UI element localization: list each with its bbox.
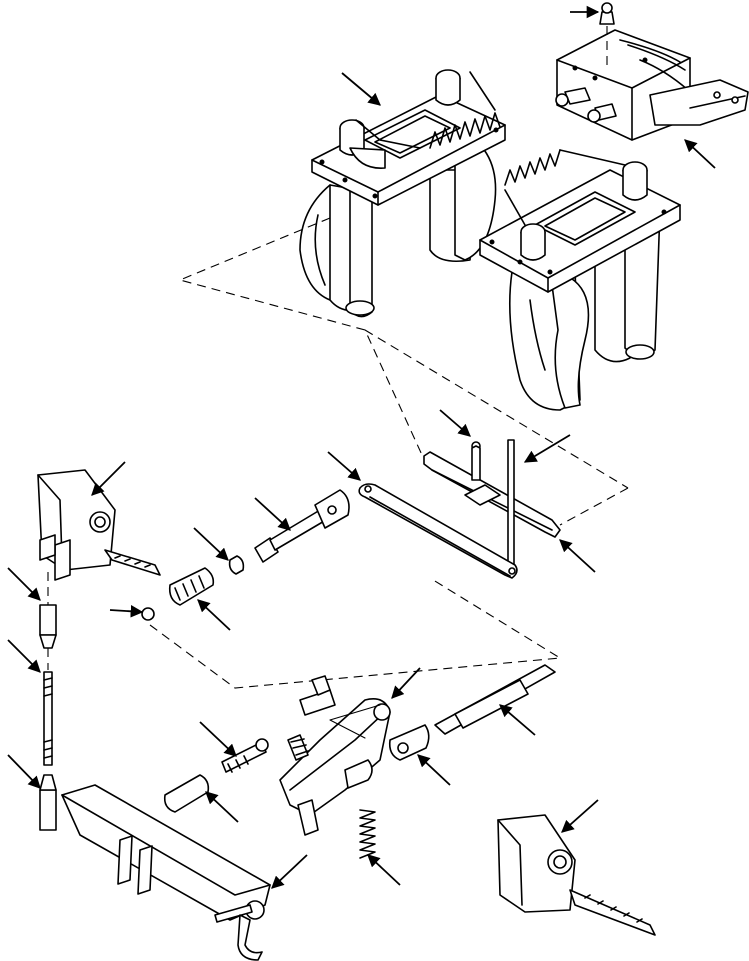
turnbuckle-rod — [388, 664, 556, 761]
bellcrank-assembly — [279, 675, 391, 836]
alignment-lines-lower — [149, 577, 562, 689]
small-clevis — [163, 738, 269, 813]
lower-right-bracket — [497, 814, 656, 936]
upper-left-bracket — [37, 469, 161, 581]
lower-linkage-plate — [358, 483, 518, 579]
top-right-valve — [555, 2, 749, 141]
return-spring — [359, 809, 376, 859]
left-cylinder-assembly — [299, 69, 506, 318]
right-cylinder-assembly — [479, 149, 681, 411]
callout-arrows — [7, 5, 716, 889]
upper-linkage-plate — [423, 439, 561, 571]
alignment-lines-upper — [178, 217, 629, 526]
push-rod-assembly — [141, 489, 350, 621]
lower-left-bracket — [61, 784, 271, 961]
left-rod-assembly — [39, 572, 57, 831]
